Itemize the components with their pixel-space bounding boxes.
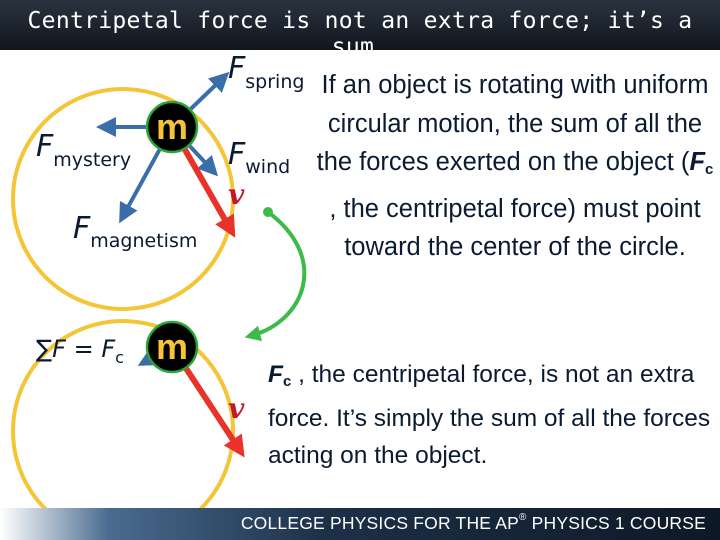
- sum-of-forces-label: ∑F = Fc: [36, 335, 124, 367]
- title-bar: Centripetal force is not an extra force;…: [0, 0, 720, 60]
- magnetism-force-subscript: magnetism: [90, 230, 197, 252]
- top-orbit-circle: [11, 87, 235, 311]
- wind-force-subscript: wind: [245, 156, 290, 178]
- top-mass-ball: [145, 100, 199, 154]
- footer-text-before: COLLEGE PHYSICS FOR THE AP: [240, 513, 519, 533]
- registered-mark: ®: [519, 512, 527, 524]
- course-footer: COLLEGE PHYSICS FOR THE AP® PHYSICS 1 CO…: [240, 512, 706, 534]
- paragraph1-text-before: If an object is rotating with uniform ci…: [316, 71, 709, 176]
- bottom-velocity-label: v: [228, 392, 245, 425]
- spring-force-symbol: F: [228, 51, 246, 86]
- magnetism-force-label: Fmagnetism: [73, 211, 197, 252]
- wind-force-label: Fwind: [228, 137, 290, 178]
- paragraph1-force-subscript: c: [705, 161, 714, 178]
- top-velocity-label: v: [228, 178, 245, 211]
- centripetal-force-summary-paragraph: Fc , the centripetal force, is not an ex…: [268, 356, 716, 474]
- wind-force-symbol: F: [228, 137, 246, 172]
- magnetism-force-symbol: F: [73, 211, 91, 246]
- uniform-circular-motion-paragraph: If an object is rotating with uniform ci…: [314, 66, 716, 267]
- paragraph2-force-subscript: c: [282, 373, 292, 390]
- footer-text-after: PHYSICS 1 COURSE: [526, 513, 706, 533]
- spring-force-label: Fspring: [228, 51, 304, 93]
- footer-bar: COLLEGE PHYSICS FOR THE AP® PHYSICS 1 CO…: [0, 508, 720, 540]
- paragraph1-text-after: , the centripetal force) must point towa…: [329, 194, 701, 262]
- spring-force-subscript: spring: [245, 71, 304, 93]
- curved-sum-arrow: [244, 210, 307, 342]
- bottom-orbit-circle: [11, 319, 235, 540]
- mystery-force-subscript: mystery: [53, 149, 131, 171]
- slide-title: Centripetal force is not an extra force;…: [27, 8, 693, 60]
- paragraph2-text-after: , the centripetal force, is not an extra…: [268, 361, 711, 469]
- sum-of-forces-subscript: c: [115, 348, 124, 367]
- top-mass-label: m: [156, 106, 188, 147]
- sum-of-forces-text: ∑F = F: [36, 335, 116, 363]
- bottom-mass-label: m: [156, 326, 188, 367]
- paragraph2-force-symbol: F: [268, 361, 283, 388]
- mystery-force-symbol: F: [36, 129, 54, 164]
- mystery-force-label: Fmystery: [36, 129, 131, 171]
- paragraph1-force-symbol: F: [689, 148, 706, 176]
- bottom-mass-ball: [145, 320, 199, 374]
